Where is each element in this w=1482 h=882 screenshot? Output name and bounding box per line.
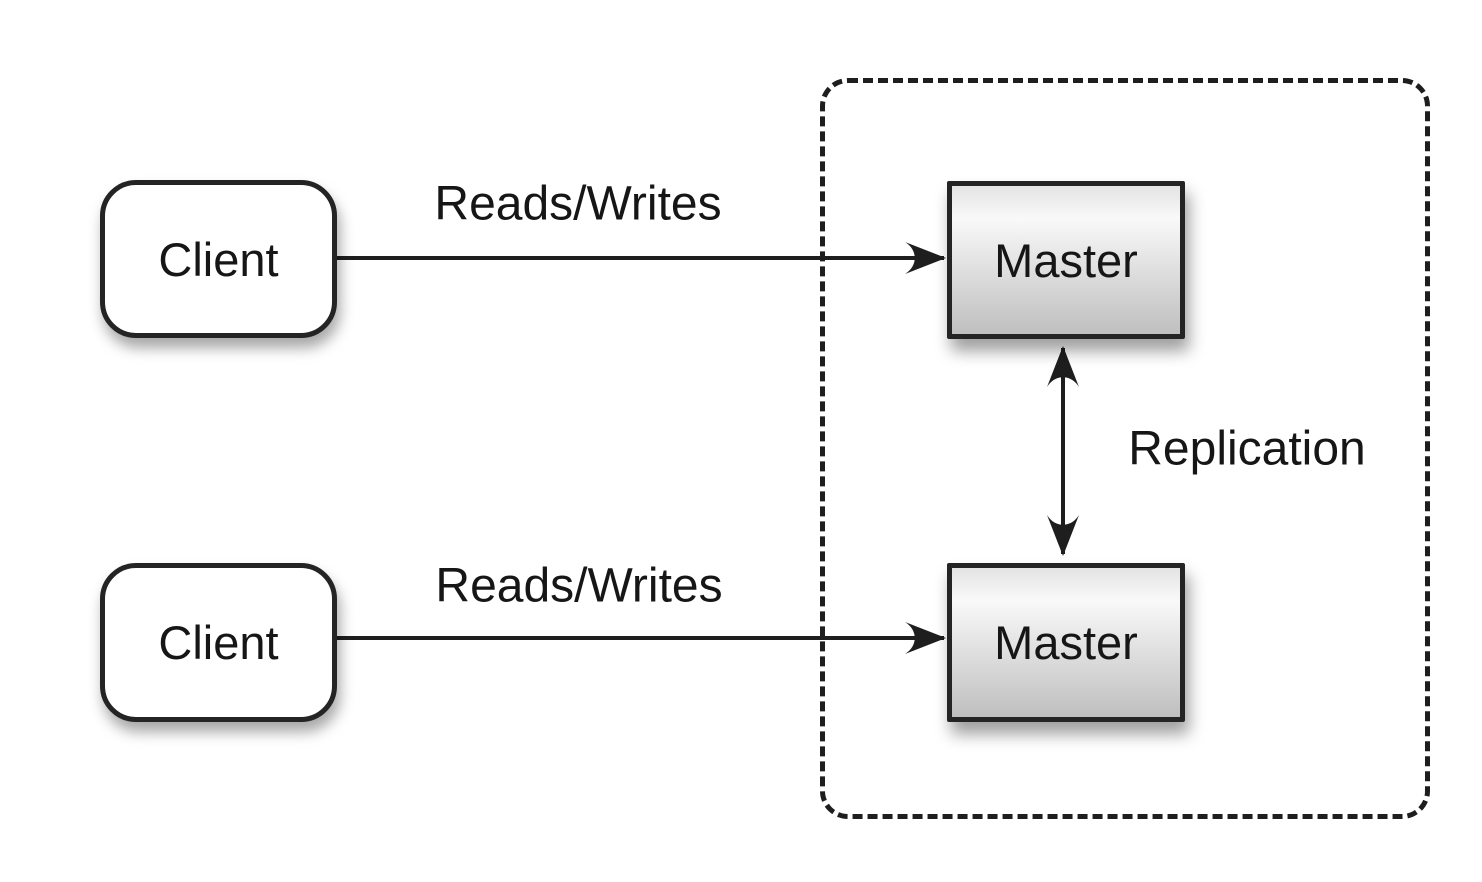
node-client-bottom: Client [100, 563, 337, 722]
edge-label-replication: Replication [1128, 422, 1366, 476]
node-master-top: Master [947, 181, 1185, 339]
node-master-bottom-label: Master [994, 616, 1138, 669]
edge-label-reads-writes-top: Reads/Writes [434, 177, 722, 231]
node-client-bottom-label: Client [158, 616, 279, 669]
node-client-top-label: Client [158, 232, 279, 286]
node-client-top: Client [100, 180, 337, 338]
node-master-top-label: Master [994, 233, 1138, 287]
node-master-bottom: Master [947, 563, 1185, 722]
master-group-dashed-border [820, 78, 1430, 819]
edge-label-reads-writes-bottom: Reads/Writes [435, 559, 723, 613]
